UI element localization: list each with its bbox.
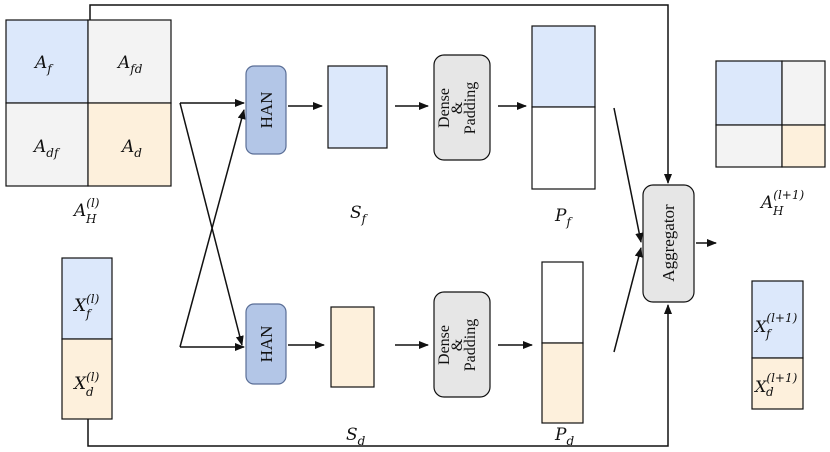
input-adjacency-matrix: Af Afd Adf Ad A(l)H <box>5 19 172 226</box>
label-a-df: Adf <box>32 137 61 160</box>
matrix-cell-afd <box>87 19 172 104</box>
s-d-block <box>330 306 375 388</box>
dense-padding-label-top: Dense&Padding <box>436 82 479 134</box>
han-block-top <box>245 65 287 155</box>
label-a-h-l1: A(l+1)H <box>759 188 804 218</box>
han-label-bottom: HAN <box>257 326 276 363</box>
aggregator: Aggregator <box>642 184 717 303</box>
out-cell-fd <box>781 60 826 126</box>
feature-cell-xd <box>61 338 113 420</box>
matrix-cell-ad <box>87 102 172 187</box>
input-feature-matrix: X(l)f X(l)d <box>61 257 113 420</box>
label-x-f: X(l)f <box>72 292 100 321</box>
out-cell-dd <box>781 124 826 168</box>
output-adjacency-matrix: A(l+1)H <box>715 60 826 218</box>
dense-padding-block-bottom <box>433 291 491 398</box>
label-a-d: Ad <box>120 137 142 160</box>
block-labels: Sf Pf Sd Pd <box>346 203 574 448</box>
skip-connections <box>87 4 672 447</box>
dense-padding-block-top <box>433 54 491 161</box>
s-f-block <box>327 65 388 149</box>
out-feature-xd <box>751 357 804 410</box>
dense-padding-label-bottom: Dense&Padding <box>436 319 479 371</box>
matrix-cell-af <box>5 19 89 104</box>
bottom-branch: HAN Dense&Padding <box>245 261 584 424</box>
aggregator-label: Aggregator <box>659 204 678 282</box>
label-p-d: Pd <box>554 425 574 448</box>
p-d-block-bottom <box>541 342 584 424</box>
input-cross-arrows <box>179 99 246 351</box>
out-cell-ff <box>715 60 783 126</box>
label-s-d: Sd <box>346 425 366 448</box>
arrow-pf-to-aggregator <box>613 107 644 243</box>
arrow-x-to-han-top <box>179 109 246 348</box>
p-f-block-bottom <box>531 106 596 190</box>
label-a-f: Af <box>33 53 54 76</box>
out-feature-xf <box>751 280 804 359</box>
label-x-f-l1: X(l+1)f <box>753 311 798 341</box>
top-skip-arrow <box>89 4 672 184</box>
han-label-top: HAN <box>257 92 276 129</box>
han-block-bottom <box>245 303 287 385</box>
feature-cell-xf <box>61 257 113 340</box>
aggregator-block <box>642 184 695 303</box>
arrow-pd-to-aggregator <box>613 247 643 353</box>
bottom-skip-arrow <box>87 304 672 447</box>
label-a-fd: Afd <box>116 53 143 76</box>
out-cell-df <box>715 124 783 168</box>
p-f-block-top <box>531 25 596 108</box>
label-x-d: X(l)d <box>72 370 100 399</box>
label-a-h-l: A(l)H <box>72 196 100 226</box>
p-d-block-top <box>541 261 584 344</box>
label-x-d-l1: X(l+1)d <box>753 371 798 399</box>
aggregator-inputs <box>613 107 644 353</box>
label-p-f: Pf <box>554 206 573 229</box>
arrow-a-to-han-bottom <box>179 102 244 346</box>
label-s-f: Sf <box>350 203 369 226</box>
matrix-cell-adf <box>5 102 89 187</box>
output-feature-matrix: X(l+1)f X(l+1)d <box>751 280 804 410</box>
top-branch: HAN Dense&Padding <box>245 25 596 190</box>
